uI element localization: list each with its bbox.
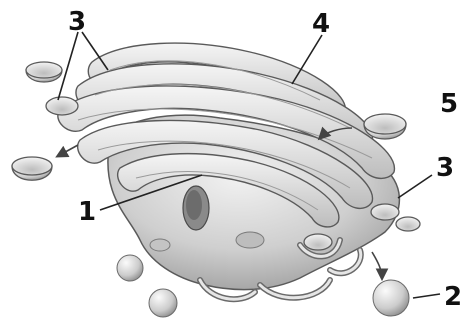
label-1: 1 [78,197,96,227]
label-2: 2 [444,282,462,312]
arrow-down [372,252,382,278]
sphere-vesicle [373,280,409,316]
label-3-right: 3 [436,153,454,183]
leader-3-right [398,175,432,198]
leader-3-to-vesicle [58,32,78,100]
sphere-vesicle [117,255,143,281]
leader-2 [413,294,440,298]
free-vesicle-left [12,157,52,180]
label-5: 5 [440,89,458,119]
label-4: 4 [312,9,330,39]
sphere-vesicle [149,289,177,317]
arrow-left [58,145,78,156]
free-vesicle-right [364,114,406,139]
label-3-top: 3 [68,7,86,37]
free-vesicle-top-left [26,62,62,82]
